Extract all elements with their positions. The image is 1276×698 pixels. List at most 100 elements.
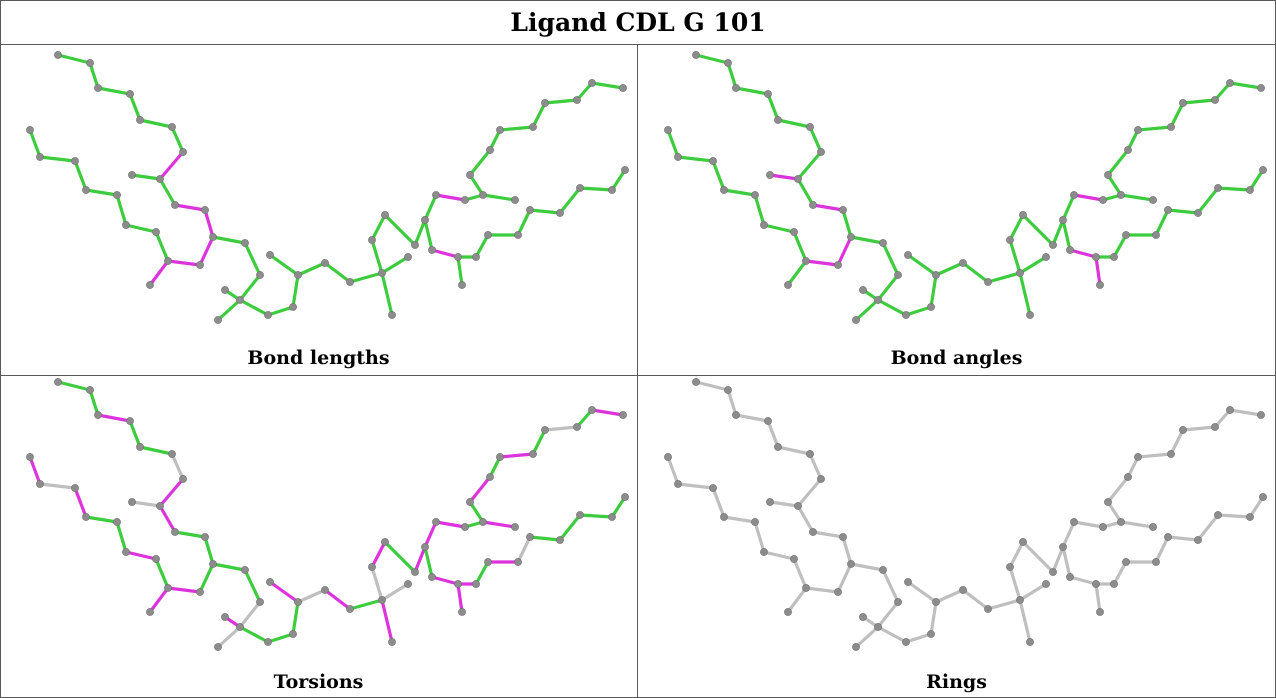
bond (734, 413, 770, 423)
column-separator (637, 44, 638, 698)
bond (198, 562, 215, 594)
atom (461, 523, 469, 531)
atom (346, 278, 354, 286)
bond (296, 588, 327, 604)
atom (751, 518, 759, 526)
atom (201, 206, 209, 214)
atom (724, 386, 732, 394)
atom (576, 184, 584, 192)
bond (876, 273, 900, 302)
atom (809, 201, 817, 209)
bond (1021, 540, 1055, 574)
bond (796, 504, 815, 534)
bond (1112, 560, 1128, 586)
atom (421, 543, 429, 551)
bond (528, 208, 562, 215)
atom (1070, 518, 1078, 526)
atom (709, 484, 717, 492)
atom (806, 123, 814, 131)
bond (776, 445, 812, 456)
atom (404, 580, 412, 588)
bond (808, 125, 823, 154)
bond (423, 545, 434, 579)
atom (294, 271, 302, 279)
bond (115, 520, 128, 554)
atom (732, 84, 740, 92)
bond (430, 248, 460, 259)
panel-rings: Rings (638, 376, 1275, 698)
bond (786, 586, 808, 614)
atom (156, 175, 164, 183)
atom (760, 221, 768, 229)
atom (136, 116, 144, 124)
atom (1042, 253, 1050, 261)
bond (380, 255, 410, 275)
bond (380, 582, 410, 602)
bond (203, 535, 215, 566)
atom (152, 228, 160, 236)
bond (170, 452, 185, 481)
atom (817, 475, 825, 483)
bond (762, 550, 796, 561)
atom (82, 186, 90, 194)
bond (726, 388, 738, 417)
bond (115, 193, 128, 227)
atom (486, 473, 494, 481)
atom (94, 84, 102, 92)
atom (514, 231, 522, 239)
bond (130, 500, 162, 508)
atom (411, 241, 419, 249)
atom (764, 417, 772, 425)
bond (516, 535, 532, 564)
bond (766, 92, 780, 122)
atom (904, 251, 912, 259)
atom (264, 311, 272, 319)
atom (1194, 209, 1202, 217)
bond (1068, 575, 1098, 586)
bond (1106, 148, 1130, 177)
bond (753, 193, 766, 227)
bond (1018, 255, 1048, 275)
bond (38, 482, 77, 490)
atom (264, 638, 272, 646)
atom (486, 146, 494, 154)
bond (961, 588, 990, 611)
bond (468, 173, 485, 197)
atom (266, 578, 274, 586)
bond (474, 560, 490, 586)
bond (243, 568, 262, 604)
atom (526, 206, 534, 214)
bond (1072, 520, 1105, 529)
atom (608, 186, 616, 194)
atom (164, 257, 172, 265)
atom (541, 426, 549, 434)
bond (138, 118, 174, 129)
bond (906, 580, 938, 604)
atom (122, 548, 130, 556)
bond (1021, 213, 1055, 247)
atom (834, 261, 842, 269)
atom (378, 269, 386, 277)
atom (1019, 211, 1027, 219)
atom (932, 271, 940, 279)
bond (1112, 233, 1128, 259)
atom (1246, 186, 1254, 194)
bond (1248, 168, 1265, 192)
bond (1018, 598, 1032, 644)
bond (1196, 513, 1220, 542)
atom (1026, 311, 1034, 319)
bond (854, 625, 880, 649)
bond (876, 600, 900, 629)
bond (1136, 452, 1173, 459)
atom (388, 311, 396, 319)
atom (839, 533, 847, 541)
bond (1119, 193, 1155, 202)
bond (370, 238, 384, 275)
atom (209, 560, 217, 568)
atom (874, 623, 882, 631)
atom (1214, 184, 1222, 192)
bond (84, 515, 119, 524)
bond (722, 188, 757, 197)
atom (381, 538, 389, 546)
atom (432, 518, 440, 526)
